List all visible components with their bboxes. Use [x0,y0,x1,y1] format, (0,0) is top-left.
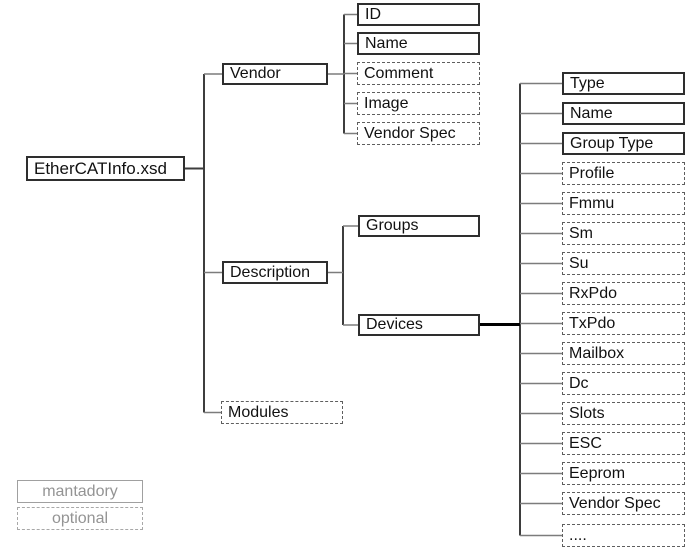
node-slots: Slots [562,402,685,425]
node-su: Su [562,252,685,275]
node-esc: ESC [562,432,685,455]
node-ellipsis: .... [562,524,685,547]
node-txpdo: TxPdo [562,312,685,335]
node-id: ID [357,3,480,26]
node-comment: Comment [357,62,480,85]
node-modules: Modules [221,401,343,424]
legend-optional: optional [17,507,143,530]
node-description: Description [222,261,328,284]
node-profile: Profile [562,162,685,185]
node-devices: Devices [358,314,480,336]
node-sm: Sm [562,222,685,245]
node-vendor-spec: Vendor Spec [357,122,480,145]
node-device-name: Name [562,102,685,125]
node-fmmu: Fmmu [562,192,685,215]
node-device-vendor-spec: Vendor Spec [562,492,685,515]
legend-mandatory: mantadory [17,480,143,503]
node-rxpdo: RxPdo [562,282,685,305]
node-vendor-name: Name [357,32,480,55]
node-vendor: Vendor [222,63,328,85]
node-groups: Groups [358,215,480,237]
node-image: Image [357,92,480,115]
node-type: Type [562,72,685,95]
node-group-type: Group Type [562,132,685,155]
node-ethercatinfo-xsd: EtherCATInfo.xsd [26,156,185,181]
node-dc: Dc [562,372,685,395]
node-eeprom: Eeprom [562,462,685,485]
branch-lines [204,13,562,537]
node-mailbox: Mailbox [562,342,685,365]
